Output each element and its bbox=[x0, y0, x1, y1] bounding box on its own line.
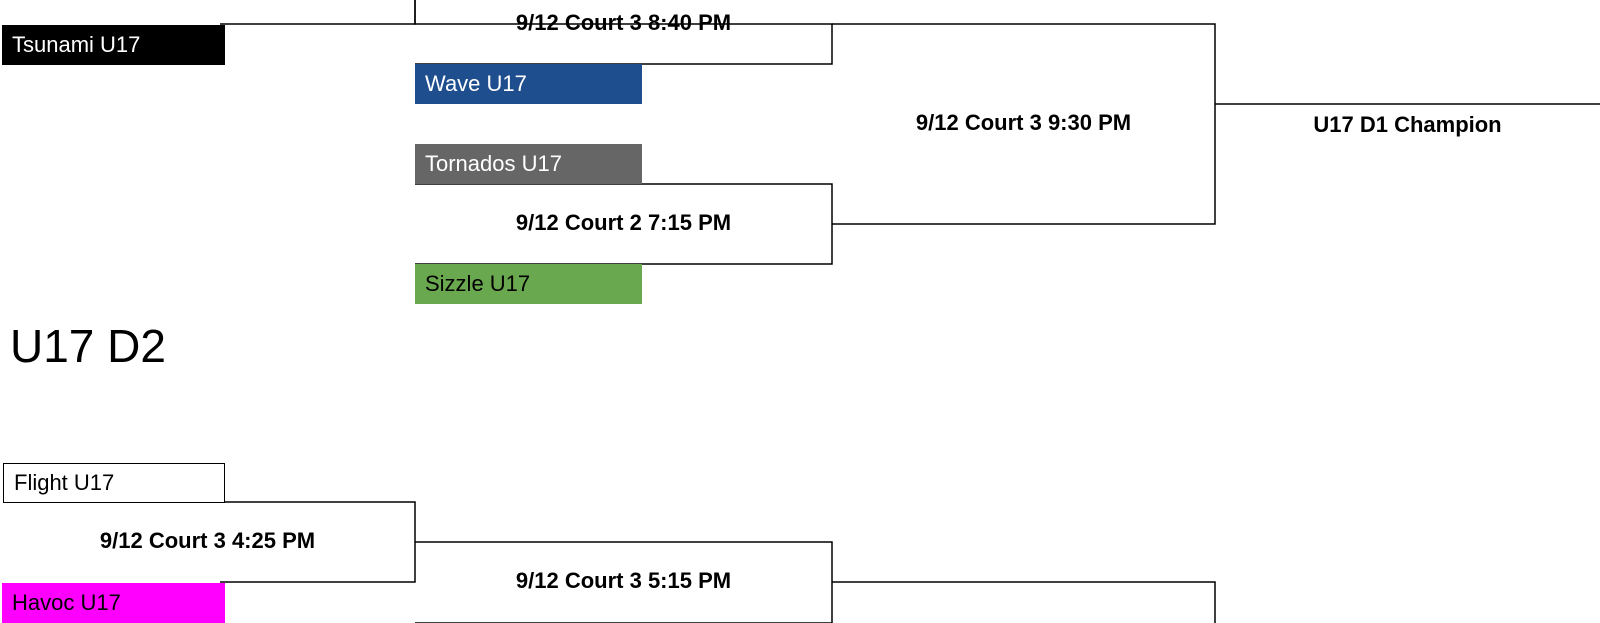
game-label: 9/12 Court 3 9:30 PM bbox=[915, 110, 1132, 135]
team-slot-wave: Wave U17 bbox=[415, 64, 642, 104]
team-slot-havoc: Havoc U17 bbox=[2, 583, 225, 623]
team-slot-flight: Flight U17 bbox=[3, 463, 225, 503]
bracket-line bbox=[832, 23, 1216, 225]
bracket-line bbox=[832, 581, 1216, 623]
game-label: 9/12 Court 2 7:15 PM bbox=[515, 210, 732, 235]
division-title: U17 D2 bbox=[10, 320, 166, 372]
team-slot-sizzle: Sizzle U17 bbox=[415, 264, 642, 304]
game-label: 9/12 Court 3 5:15 PM bbox=[515, 568, 732, 593]
game-label: 9/12 Court 3 4:25 PM bbox=[99, 528, 316, 553]
bracket-line bbox=[415, 541, 833, 623]
champion-label: U17 D1 Champion bbox=[1313, 112, 1502, 137]
team-slot-tornados: Tornados U17 bbox=[415, 144, 642, 184]
bracket-line bbox=[220, 0, 416, 25]
team-slot-tsunami: Tsunami U17 bbox=[2, 25, 225, 65]
game-label: 9/12 Court 3 8:40 PM bbox=[515, 10, 732, 35]
